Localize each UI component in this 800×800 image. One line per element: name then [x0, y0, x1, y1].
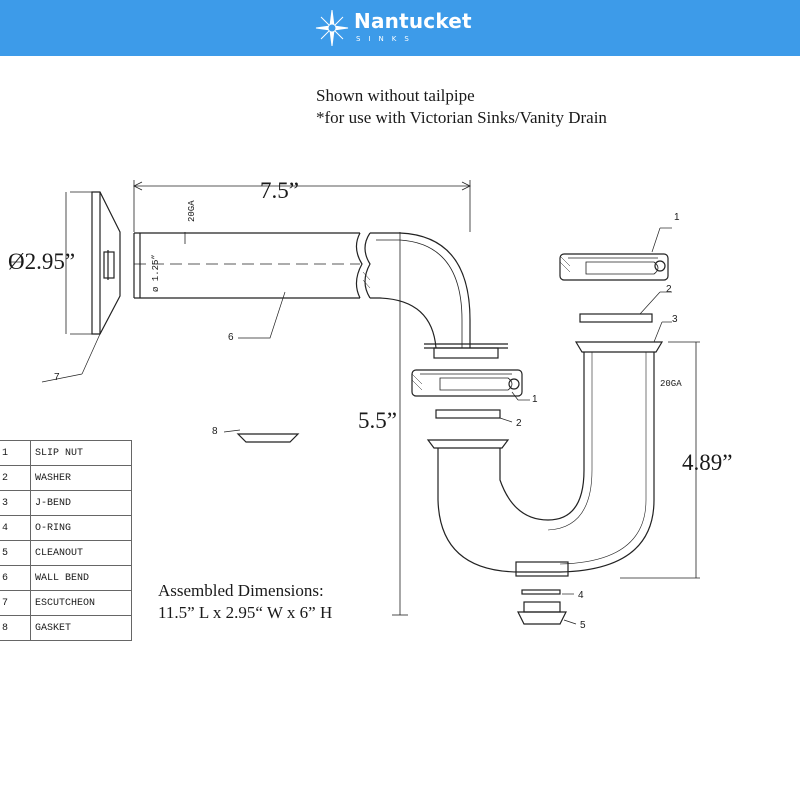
o-ring-drawing — [521, 589, 561, 595]
note-victorian-sinks: *for use with Victorian Sinks/Vanity Dra… — [316, 108, 607, 127]
part-number: 1 — [0, 440, 31, 466]
callout-8: 8 — [212, 426, 218, 437]
part-name: SLIP NUT — [30, 440, 132, 466]
gauge-label-j-bend: 20GA — [660, 379, 682, 389]
part-name: GASKET — [30, 615, 132, 641]
escutcheon-drawing — [65, 191, 121, 335]
slip-nut-middle-drawing — [411, 369, 523, 397]
callout-5: 5 — [580, 620, 586, 631]
brand-name: Nantucket — [354, 9, 472, 33]
callout-7: 7 — [54, 372, 60, 383]
callout-1-top: 1 — [674, 212, 680, 223]
gasket-drawing — [236, 433, 300, 443]
part-number: 6 — [0, 565, 31, 591]
callout-2-middle: 2 — [516, 418, 522, 429]
assembled-value: 11.5” L x 2.95“ W x 6” H — [158, 603, 333, 622]
part-number: 7 — [0, 590, 31, 616]
brand-logo[interactable]: Nantucket SINKS — [312, 6, 472, 50]
length-dimension: 7.5” — [260, 178, 299, 203]
brand-subtitle: SINKS — [356, 35, 417, 43]
callout-4: 4 — [578, 590, 584, 601]
escutcheon-diameter-dimension: Ø2.95” — [8, 249, 75, 274]
note-without-tailpipe: Shown without tailpipe — [316, 86, 475, 105]
part-number: 4 — [0, 515, 31, 541]
part-name: O-RING — [30, 515, 132, 541]
slip-nut-top-drawing — [559, 253, 669, 281]
wall-bend-drawing — [133, 232, 508, 359]
callout-2-top: 2 — [666, 284, 672, 295]
part-number: 2 — [0, 465, 31, 491]
callout-6: 6 — [228, 332, 234, 343]
header-bar: Nantucket SINKS — [0, 0, 800, 56]
technical-drawing: 7.5” Ø2.95” 5.5” 4.89” ø 1.25” 20GA 20GA… — [8, 178, 732, 631]
height-dimension: 5.5” — [358, 408, 397, 433]
assembled-title: Assembled Dimensions: — [158, 581, 324, 600]
gauge-label-wall-bend: 20GA — [187, 200, 197, 222]
assembled-dimensions: Assembled Dimensions: 11.5” L x 2.95“ W … — [158, 580, 332, 624]
part-name: WASHER — [30, 465, 132, 491]
part-name: J-BEND — [30, 490, 132, 516]
part-number: 3 — [0, 490, 31, 516]
cleanout-drawing — [517, 601, 567, 625]
part-name: CLEANOUT — [30, 540, 132, 566]
j-bend-drawing — [426, 341, 664, 577]
part-number: 5 — [0, 540, 31, 566]
part-name: ESCUTCHEON — [30, 590, 132, 616]
part-number: 8 — [0, 615, 31, 641]
callout-3: 3 — [672, 314, 678, 325]
compass-rose-icon — [315, 9, 349, 47]
callout-1-middle: 1 — [532, 394, 538, 405]
pipe-diameter-label: ø 1.25” — [151, 254, 161, 292]
part-name: WALL BEND — [30, 565, 132, 591]
washer-top-drawing — [579, 313, 653, 323]
j-bend-height-dimension: 4.89” — [682, 450, 732, 475]
washer-middle-drawing — [435, 409, 501, 419]
